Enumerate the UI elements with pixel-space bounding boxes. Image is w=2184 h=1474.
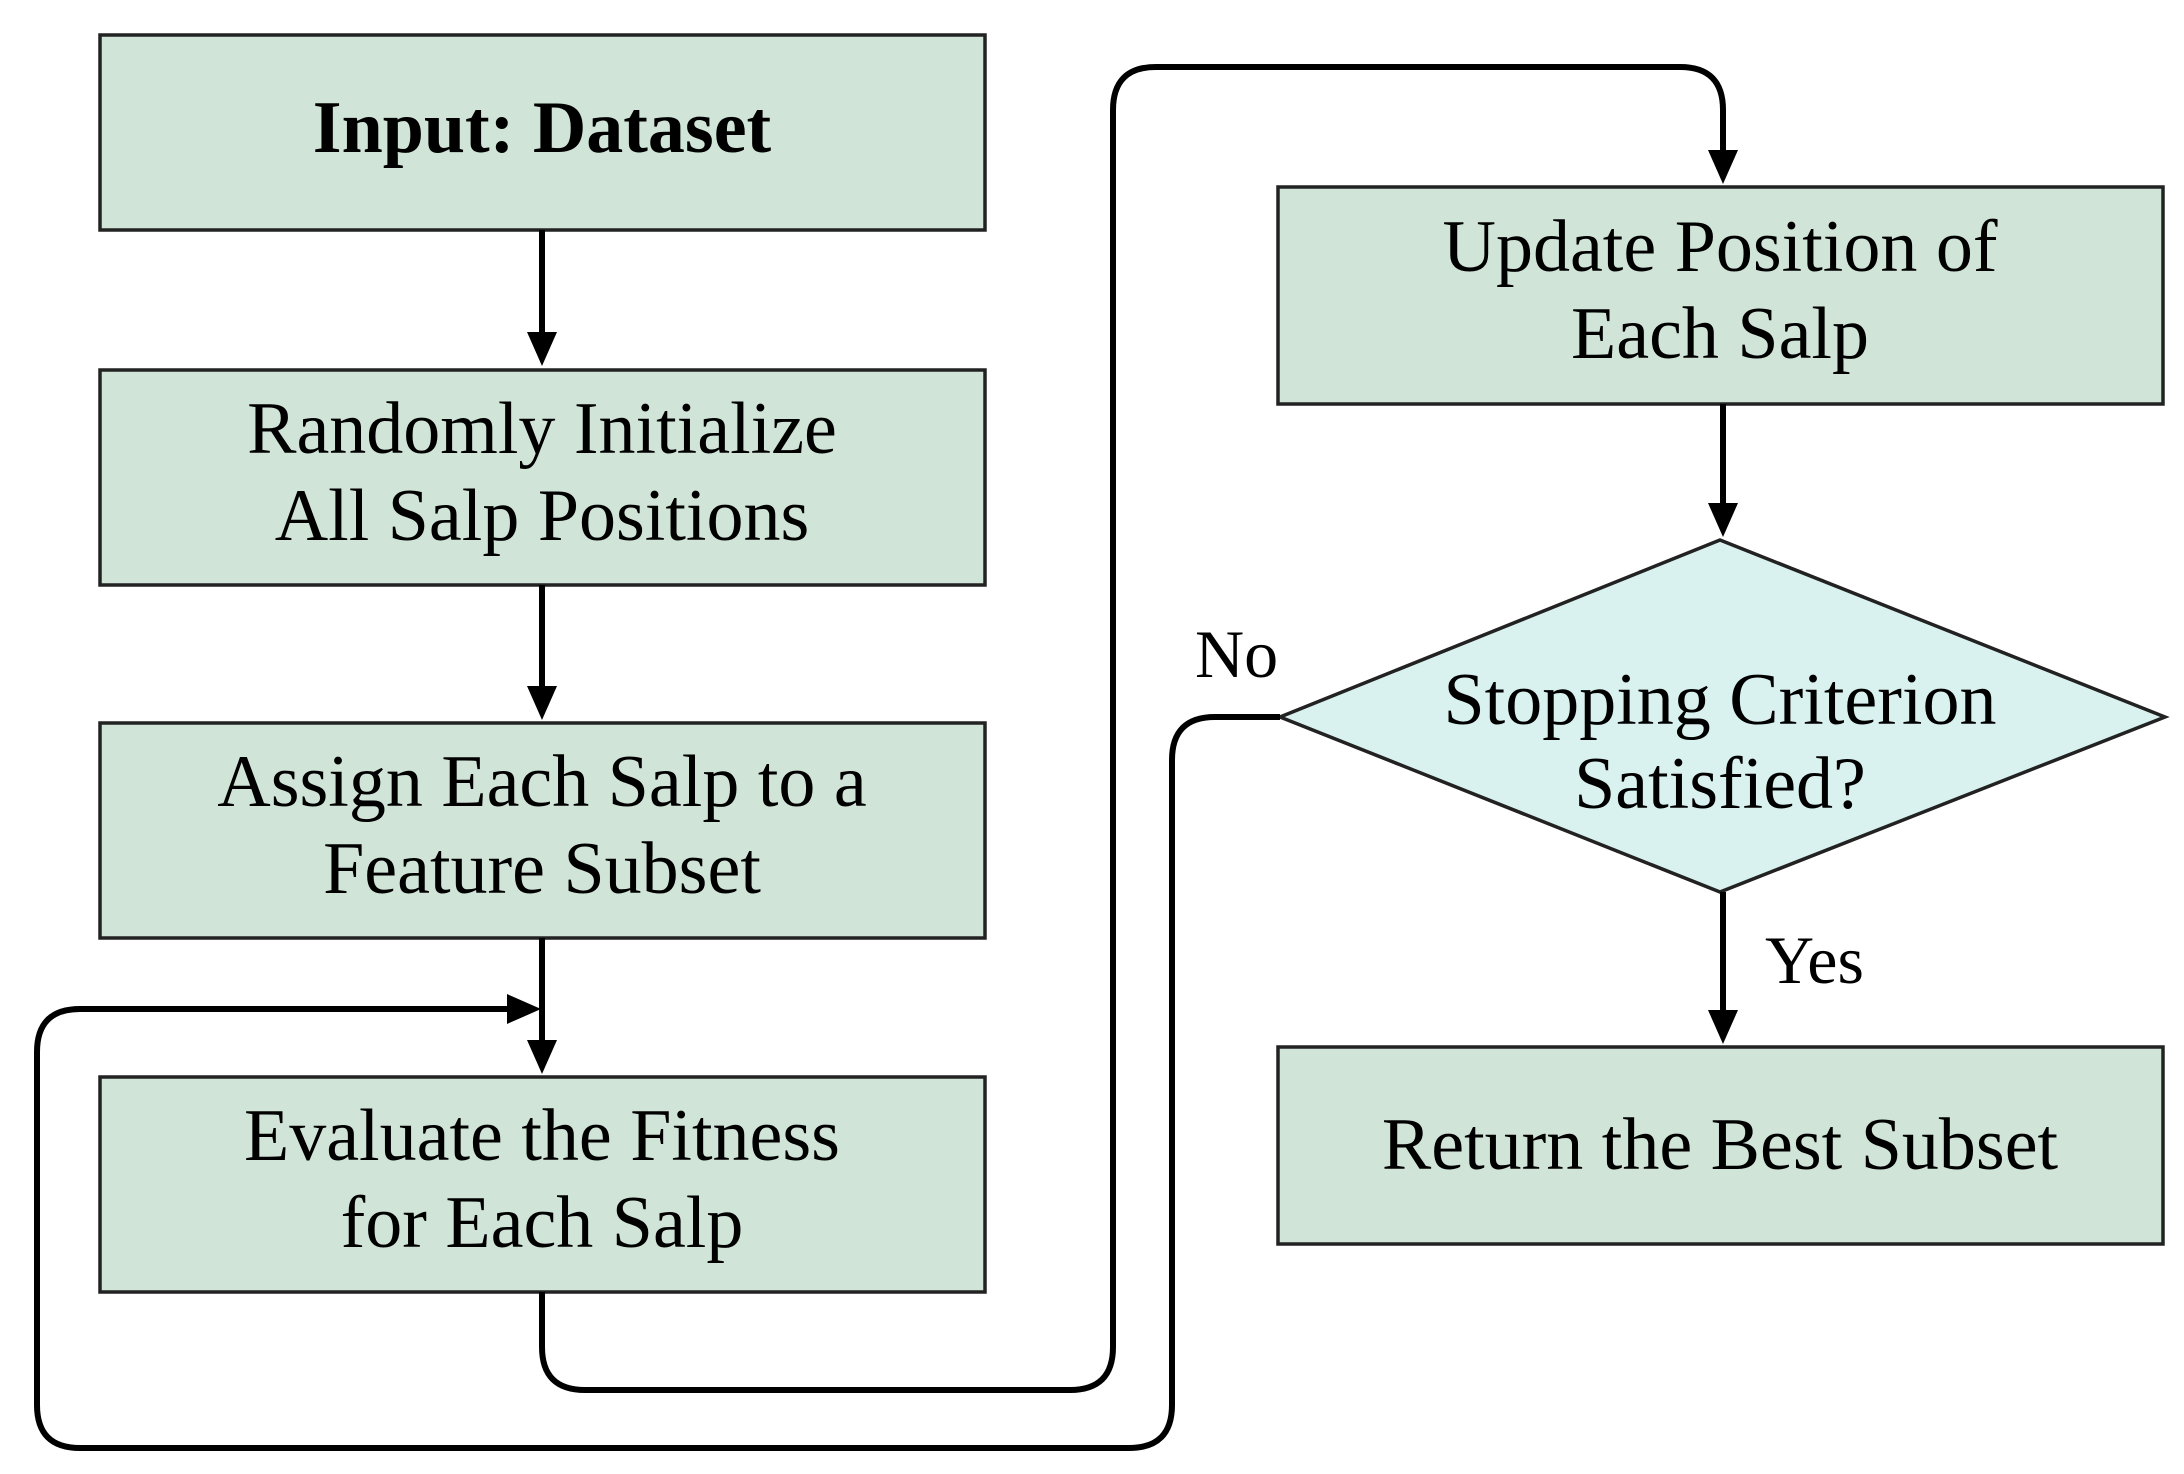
node-assign-label-line1: Assign Each Salp to a [217, 741, 866, 823]
node-update-label-line2: Each Salp [1571, 293, 1869, 375]
arrowhead-icon [527, 332, 557, 366]
edge-input-to-init [527, 230, 557, 366]
node-update-label-line1: Update Position of [1443, 206, 1998, 288]
node-result: Return the Best Subset [1276, 1045, 2165, 1246]
arrowhead-icon [1708, 150, 1738, 184]
node-evaluate-label-line1: Evaluate the Fitness [244, 1095, 840, 1177]
node-input: Input: Dataset [98, 33, 987, 232]
node-init: Randomly Initialize All Salp Positions [98, 368, 987, 587]
edge-label-no: No [1195, 616, 1278, 692]
node-stopping-decision: Stopping Criterion Satisfied? [1275, 538, 2170, 894]
edge-evaluate-to-update [539, 64, 1738, 1393]
node-stopping-label-line2: Satisfied? [1574, 743, 1866, 825]
edge-stopping-to-result [1708, 892, 1738, 1044]
node-init-label-line2: All Salp Positions [275, 475, 810, 557]
node-assign: Assign Each Salp to a Feature Subset [98, 721, 987, 940]
arrowhead-icon [1708, 1010, 1738, 1044]
node-stopping-label-line1: Stopping Criterion [1444, 659, 1997, 741]
edge-assign-to-evaluate [527, 938, 557, 1074]
edge-init-to-assign [527, 585, 557, 720]
edge-update-to-stopping [1708, 404, 1738, 537]
edge-stopping-loop-back [34, 714, 1280, 1451]
arrowhead-icon [507, 994, 541, 1024]
node-result-label: Return the Best Subset [1382, 1104, 2059, 1186]
node-evaluate: Evaluate the Fitness for Each Salp [98, 1075, 987, 1294]
node-assign-label-line2: Feature Subset [323, 828, 761, 910]
node-evaluate-label-line2: for Each Salp [341, 1182, 744, 1264]
node-input-label: Input: Dataset [313, 87, 772, 169]
edge-label-yes: Yes [1765, 922, 1864, 998]
arrowhead-icon [527, 1040, 557, 1074]
node-update: Update Position of Each Salp [1276, 185, 2165, 406]
arrowhead-icon [527, 686, 557, 720]
node-init-label-line1: Randomly Initialize [247, 388, 837, 470]
arrowhead-icon [1708, 503, 1738, 537]
